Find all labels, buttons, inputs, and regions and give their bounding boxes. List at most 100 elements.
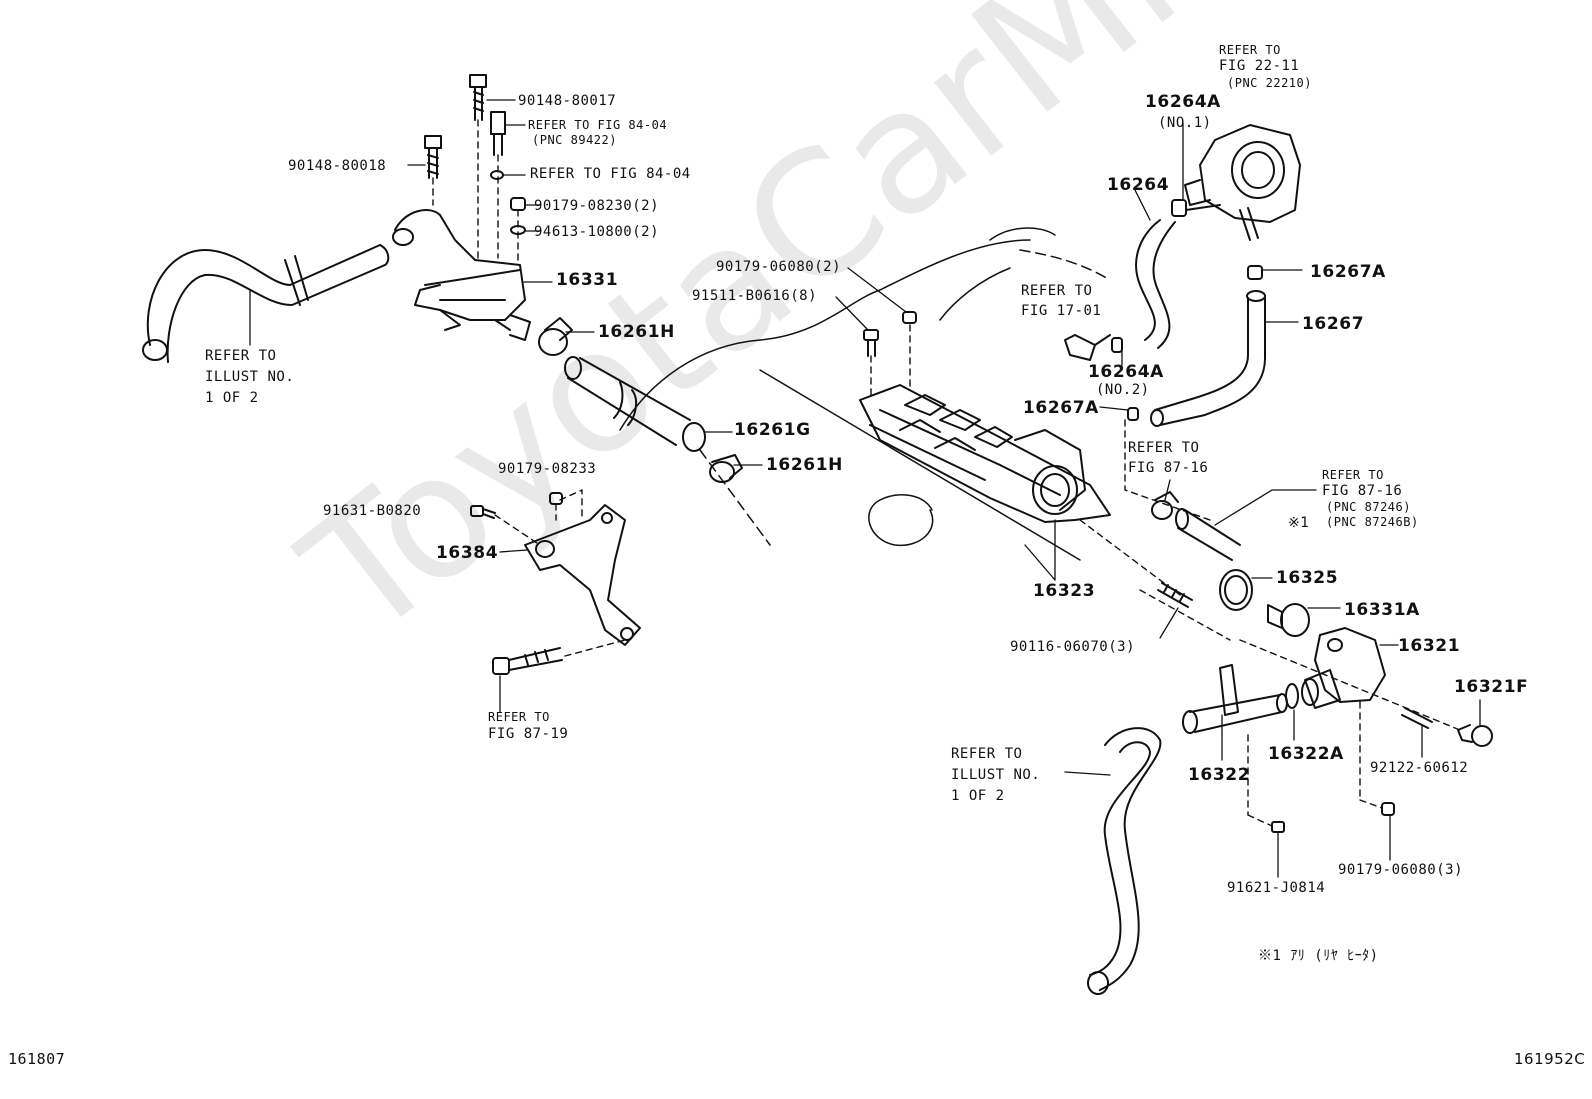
clamp-16264a-no2-icon bbox=[1111, 337, 1123, 353]
stud-90116-06070 bbox=[1157, 582, 1193, 608]
label-91631-b0820: 91631-B0820 bbox=[323, 503, 422, 519]
label-16261h-a: 16261H bbox=[598, 322, 675, 342]
upper-left-hose bbox=[142, 244, 390, 363]
label-16331: 16331 bbox=[556, 270, 619, 290]
label-16321: 16321 bbox=[1398, 636, 1461, 656]
label-pnc-22210: (PNC 22210) bbox=[1227, 76, 1312, 90]
label-91621-j0814: 91621-J0814 bbox=[1227, 880, 1326, 896]
bolt-90148-80017 bbox=[469, 74, 487, 121]
label-16264a-no1: 16264A bbox=[1145, 92, 1221, 112]
hose-16267 bbox=[1150, 290, 1266, 427]
water-outlet-16331 bbox=[392, 209, 531, 341]
label-90179-06080-3: 90179-06080(3) bbox=[1338, 862, 1464, 878]
guide-lines-center bbox=[870, 324, 1461, 731]
label-refer-17-01-2: FIG 17-01 bbox=[1021, 303, 1102, 319]
sensor-pnc-89422 bbox=[490, 111, 506, 156]
label-refer-22-11-1: REFER TO bbox=[1219, 43, 1281, 57]
washer-icon bbox=[490, 170, 504, 180]
label-16264: 16264 bbox=[1107, 175, 1170, 195]
label-no2: (NO.2) bbox=[1096, 382, 1150, 398]
footer-right-code: 161952C bbox=[1514, 1050, 1586, 1068]
label-refer-illust-a-1: REFER TO bbox=[205, 348, 277, 364]
bleeder-16321f bbox=[1457, 724, 1493, 747]
label-refer-17-01-1: REFER TO bbox=[1021, 283, 1093, 299]
hose-pnc-87246 bbox=[1175, 508, 1241, 561]
bolt-long-87-19 bbox=[492, 647, 563, 675]
label-refer-87-19-2: FIG 87-19 bbox=[488, 726, 569, 742]
pipe-16322 bbox=[1182, 664, 1288, 734]
guide-lines-bottom-right bbox=[1247, 701, 1383, 827]
water-inlet-16321 bbox=[1301, 627, 1386, 709]
nut-90179-08233-icon bbox=[549, 492, 563, 505]
label-16267: 16267 bbox=[1302, 314, 1365, 334]
hose-clamp-16261h bbox=[538, 317, 573, 356]
label-16264a-no2: 16264A bbox=[1088, 362, 1164, 382]
label-refer-illust-a-2: ILLUST NO. bbox=[205, 369, 295, 385]
label-refer-87-16-a-2: FIG 87-16 bbox=[1128, 460, 1209, 476]
label-16267a-a: 16267A bbox=[1310, 262, 1386, 282]
fitting-refer-17-01 bbox=[1064, 334, 1111, 361]
stud-92122-60612 bbox=[1401, 707, 1433, 729]
bolt-90148-80018 bbox=[424, 135, 442, 179]
label-16331a: 16331A bbox=[1344, 600, 1420, 620]
label-16261g: 16261G bbox=[734, 420, 811, 440]
intake-manifold-16323 bbox=[859, 384, 1111, 523]
label-pnc-87246b: (PNC 87246B) bbox=[1326, 515, 1419, 529]
bolt-91621-j0814-icon bbox=[1271, 821, 1285, 833]
label-refer-87-16-a-1: REFER TO bbox=[1128, 440, 1200, 456]
throttle-body bbox=[1184, 124, 1301, 241]
label-90116-06070: 90116-06070(3) bbox=[1010, 639, 1136, 655]
hose-clamp-16261h-b bbox=[709, 454, 743, 483]
guide-lines-top-left bbox=[432, 119, 519, 263]
label-refer-84-04-a: REFER TO FIG 84-04 bbox=[528, 118, 668, 132]
nut-90179-06080-3-icon bbox=[1381, 802, 1395, 816]
label-pnc-87246: (PNC 87246) bbox=[1326, 500, 1411, 514]
bracket-16384 bbox=[524, 504, 641, 646]
label-16325: 16325 bbox=[1276, 568, 1339, 588]
label-90179-08230: 90179-08230(2) bbox=[534, 198, 660, 214]
label-refer-22-11-2: FIG 22-11 bbox=[1219, 58, 1300, 74]
label-refer-illust-b-1: REFER TO bbox=[951, 746, 1023, 762]
nut-icon bbox=[510, 197, 526, 211]
label-no1: (NO.1) bbox=[1158, 115, 1212, 131]
label-92122-60612: 92122-60612 bbox=[1370, 760, 1469, 776]
guide-lines-bracket bbox=[494, 489, 626, 657]
label-90179-06080-2: 90179-06080(2) bbox=[716, 259, 842, 275]
footer-left-code: 161807 bbox=[8, 1050, 66, 1068]
label-refer-87-16-b-2: FIG 87-16 bbox=[1322, 483, 1403, 499]
nut-90179-06080-icon bbox=[902, 311, 917, 324]
label-refer-87-19-1: REFER TO bbox=[488, 710, 550, 724]
leader-lines bbox=[249, 99, 1481, 878]
label-refer-illust-b-3: 1 OF 2 bbox=[951, 788, 1005, 804]
label-16321f: 16321F bbox=[1454, 677, 1529, 697]
hose-16264 bbox=[1135, 219, 1176, 349]
thermostat-16331a bbox=[1267, 603, 1310, 637]
clamp-87-16 bbox=[1151, 491, 1179, 520]
label-note-mark: ※1 bbox=[1288, 515, 1310, 531]
label-refer-87-16-b-1: REFER TO bbox=[1322, 468, 1384, 482]
hose-16261g bbox=[564, 356, 706, 452]
label-16261h-b: 16261H bbox=[766, 455, 843, 475]
label-refer-illust-b-2: ILLUST NO. bbox=[951, 767, 1041, 783]
label-94613-10800: 94613-10800(2) bbox=[534, 224, 660, 240]
label-91511-b0616: 91511-B0616(8) bbox=[692, 288, 818, 304]
label-90148-80017: 90148-80017 bbox=[518, 93, 617, 109]
o-ring-16322a bbox=[1285, 683, 1299, 709]
label-refer-84-04-b: REFER TO FIG 84-04 bbox=[530, 166, 691, 182]
footnote-japanese: ※1 ｱﾘ (ﾘﾔ ﾋｰﾀ) bbox=[1258, 948, 1379, 964]
label-16322: 16322 bbox=[1188, 765, 1251, 785]
clamp-16267a-icon bbox=[1247, 265, 1263, 280]
gasket-16325 bbox=[1219, 569, 1253, 611]
hose-clamp-16264a-no1 bbox=[1171, 199, 1221, 217]
label-16267a-b: 16267A bbox=[1023, 398, 1099, 418]
label-90179-08233: 90179-08233 bbox=[498, 461, 597, 477]
label-90148-80018: 90148-80018 bbox=[288, 158, 387, 174]
label-pnc-89422: (PNC 89422) bbox=[532, 133, 617, 147]
bolt-91511-b0616 bbox=[863, 329, 879, 357]
label-16384: 16384 bbox=[436, 543, 499, 563]
bolt-91631-b0820 bbox=[470, 505, 496, 519]
label-16323: 16323 bbox=[1033, 581, 1096, 601]
label-16322a: 16322A bbox=[1268, 744, 1344, 764]
